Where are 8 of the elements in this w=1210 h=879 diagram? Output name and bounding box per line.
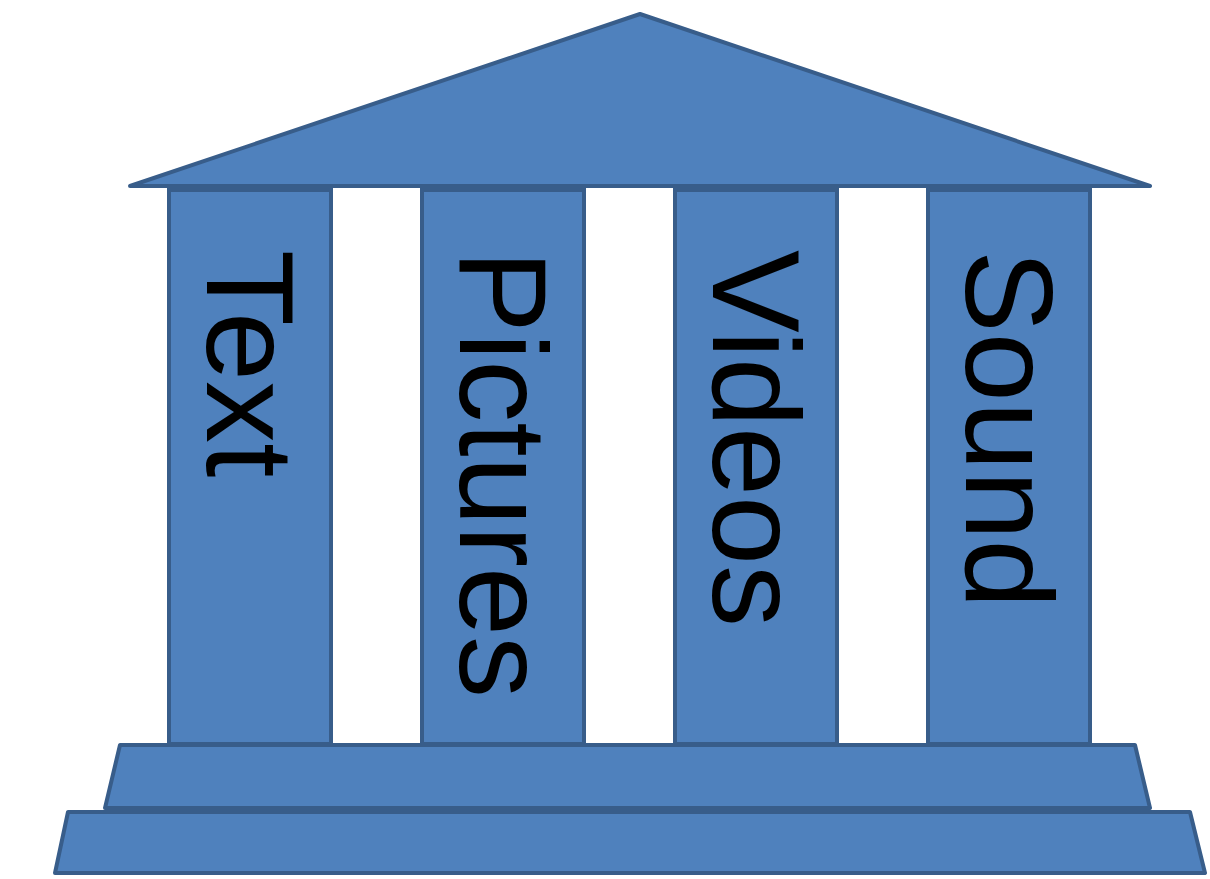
pillar [926, 188, 1092, 746]
pillar-label: Pictures [441, 250, 565, 698]
pillar [673, 188, 839, 746]
pillar [167, 188, 333, 746]
pillar-label: Videos [694, 250, 818, 627]
pillar-label: Text [188, 250, 312, 478]
pillar [420, 188, 586, 746]
pillar-label: Sound [947, 250, 1071, 609]
